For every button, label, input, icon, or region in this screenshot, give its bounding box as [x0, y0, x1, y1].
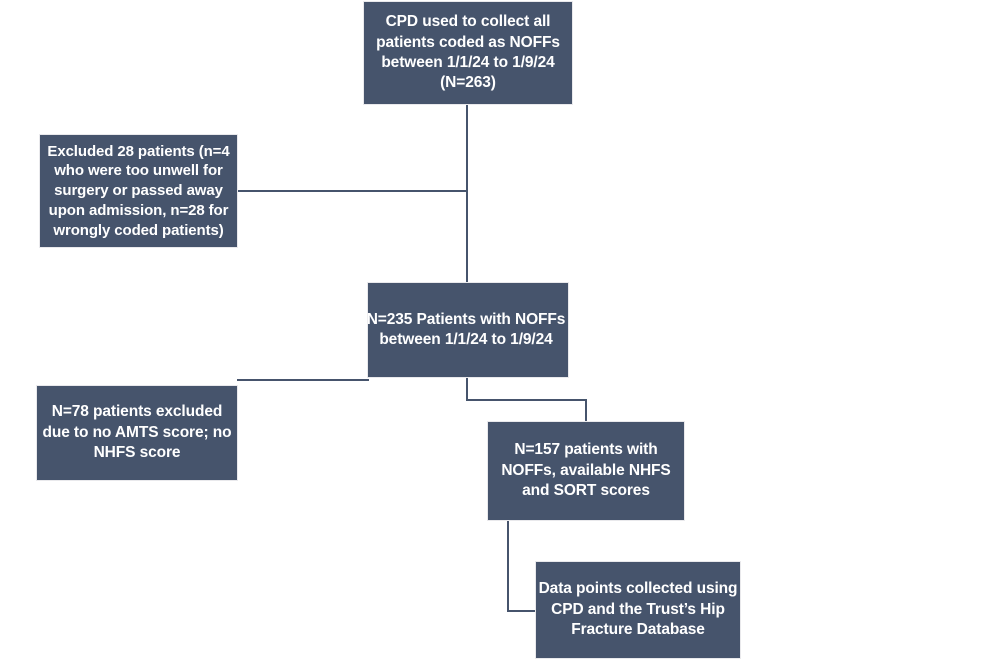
- connector-source-to-cohort235: [466, 104, 468, 284]
- node-cohort-157: N=157 patients with NOFFs, available NHF…: [488, 422, 684, 520]
- connector-excluded28-to-trunk: [237, 190, 468, 192]
- node-source-cohort-label: CPD used to collect all patients coded a…: [376, 13, 560, 92]
- node-cohort-235: N=235 Patients with NOFFs between 1/1/24…: [366, 283, 568, 377]
- connector-cohort157-enter: [585, 399, 587, 423]
- node-data-points-label: Data points collected using CPD and the …: [538, 580, 738, 639]
- node-source-cohort: CPD used to collect all patients coded a…: [364, 2, 572, 104]
- connector-cohort235-across: [466, 399, 587, 401]
- node-excluded-28-label: Excluded 28 patients (n=4 who were too u…: [47, 142, 230, 239]
- connector-datapoints-enter: [507, 610, 538, 612]
- node-excluded-78-label: N=78 patients excluded due to no AMTS sc…: [42, 403, 232, 462]
- connector-cohort235-drop: [466, 377, 468, 401]
- connector-cohort157-drop: [507, 519, 509, 612]
- node-cohort-157-label: N=157 patients with NOFFs, available NHF…: [501, 441, 671, 500]
- connector-excluded78-to-cohort235: [237, 379, 369, 381]
- node-cohort-235-label: N=235 Patients with NOFFs between 1/1/24…: [366, 310, 566, 348]
- node-data-points: Data points collected using CPD and the …: [536, 562, 740, 658]
- node-excluded-78: N=78 patients excluded due to no AMTS sc…: [37, 386, 237, 480]
- node-excluded-28: Excluded 28 patients (n=4 who were too u…: [40, 135, 237, 247]
